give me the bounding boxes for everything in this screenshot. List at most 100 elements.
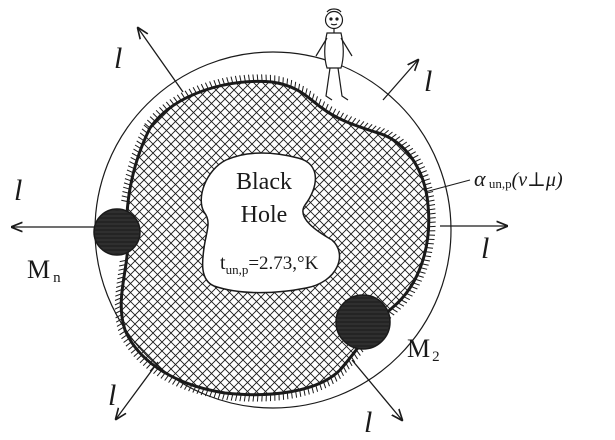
boundary-tick	[407, 148, 413, 152]
boundary-tick	[165, 375, 169, 381]
alpha-symbol: α	[474, 166, 486, 191]
alpha-label: α un,p(ν⊥μ)	[474, 166, 563, 191]
boundary-tick	[153, 113, 158, 118]
boundary-tick	[379, 129, 384, 134]
boundary-tick	[395, 306, 401, 310]
mass-2-body	[336, 295, 390, 349]
boundary-tick	[398, 303, 404, 306]
boundary-tick	[122, 335, 128, 339]
arrow-top-left	[138, 28, 183, 92]
boundary-tick	[161, 373, 165, 379]
boundary-tick	[120, 331, 126, 335]
l-label-right: l	[481, 232, 489, 265]
boundary-tick	[392, 308, 398, 312]
mass-n-subscript: n	[53, 270, 61, 286]
boundary-tick	[417, 163, 423, 166]
l-label-left: l	[14, 174, 22, 207]
boundary-tick	[333, 109, 336, 115]
boundary-tick	[383, 130, 388, 135]
boundary-tick	[336, 111, 339, 117]
boundary-tick	[257, 395, 258, 402]
boundary-tick	[287, 79, 288, 86]
boundary-tick	[140, 133, 146, 137]
boundary-tick	[154, 368, 159, 373]
boundary-tick	[429, 218, 436, 219]
boundary-tick	[173, 379, 177, 385]
l-label-bottom-right: l	[364, 406, 372, 435]
l-label-top-right: l	[424, 65, 432, 98]
boundary-tick	[147, 120, 152, 125]
boundary-tick	[287, 392, 288, 399]
arrow-bottom-right	[352, 360, 402, 420]
boundary-tick	[140, 358, 145, 363]
boundary-tick	[302, 86, 303, 93]
boundary-tick	[398, 139, 404, 143]
boundary-tick	[429, 222, 436, 223]
boundary-tick	[387, 132, 392, 137]
boundary-tick	[170, 99, 174, 105]
boundary-tick	[159, 107, 164, 112]
l-label-bottom-left: l	[108, 379, 116, 412]
boundary-tick	[156, 110, 161, 115]
boundary-tick	[325, 104, 328, 110]
boundary-tick	[356, 350, 360, 356]
boundary-tick	[340, 113, 344, 119]
mass-n-body	[94, 209, 140, 255]
boundary-tick	[354, 353, 358, 359]
boundary-tick	[349, 360, 353, 366]
boundary-tick	[142, 129, 148, 133]
temperature-subscript: un,p	[226, 262, 249, 277]
boundary-tick	[147, 363, 152, 368]
boundary-tick	[414, 159, 420, 162]
boundary-tick	[341, 370, 344, 376]
boundary-tick	[157, 371, 161, 376]
boundary-tick	[401, 300, 407, 303]
boundary-tick	[143, 361, 148, 366]
l-label-top-left: l	[114, 42, 122, 75]
alpha-leader-line	[425, 180, 470, 192]
boundary-tick	[177, 95, 181, 101]
observer-figure	[316, 9, 352, 100]
boundary-tick	[401, 142, 407, 146]
boundary-tick	[322, 102, 325, 109]
boundary-tick	[410, 152, 416, 155]
boundary-tick	[257, 74, 258, 81]
temperature-value: =2.73,°K	[248, 253, 318, 274]
boundary-tick	[346, 363, 349, 369]
boundary-tick	[426, 248, 433, 249]
boundary-tick	[169, 377, 173, 383]
mass-2-subscript: 2	[432, 349, 440, 365]
boundary-tick	[406, 293, 412, 296]
boundary-tick	[131, 349, 136, 354]
boundary-tick	[262, 74, 263, 81]
boundary-tick	[391, 134, 397, 138]
boundary-tick	[404, 297, 410, 300]
boundary-tick	[185, 91, 189, 97]
boundary-tick	[134, 352, 139, 357]
boundary-tick	[163, 105, 168, 110]
boundary-tick	[174, 97, 178, 103]
hole-label: Hole	[241, 202, 288, 228]
mass-n-letter: M	[27, 255, 50, 284]
boundary-tick	[150, 117, 155, 122]
boundary-tick	[137, 355, 142, 360]
black-label: Black	[236, 169, 292, 195]
boundary-tick	[343, 366, 346, 372]
boundary-tick	[181, 93, 185, 99]
boundary-tick	[138, 137, 144, 141]
boundary-tick	[329, 107, 332, 113]
boundary-tick	[412, 155, 418, 158]
arrow-bottom-left	[116, 362, 158, 419]
alpha-subscript: un,p	[486, 176, 512, 191]
alpha-argument: (ν⊥μ)	[512, 169, 563, 191]
boundary-tick	[126, 342, 131, 346]
boundary-tick	[189, 89, 193, 95]
boundary-tick	[344, 115, 348, 121]
boundary-tick	[427, 243, 434, 244]
boundary-tick	[348, 117, 352, 123]
boundary-tick	[128, 345, 133, 349]
